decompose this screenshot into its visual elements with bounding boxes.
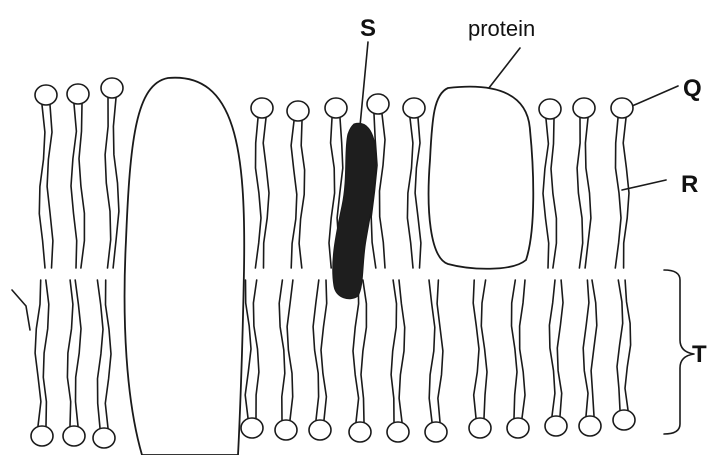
fatty-acid-tail	[585, 118, 591, 268]
fatty-acid-tail	[577, 118, 583, 268]
fatty-acid-tail	[625, 280, 631, 410]
phospholipid-head	[469, 418, 491, 438]
fatty-acid-tail	[245, 280, 251, 418]
fatty-acid-tail	[481, 280, 487, 418]
fatty-acid-tail	[313, 280, 319, 420]
fatty-acid-tail	[391, 280, 396, 422]
fatty-acid-tail	[291, 121, 297, 268]
fatty-acid-tail	[287, 280, 293, 420]
phospholipid-head	[539, 99, 561, 119]
phospholipid-head	[349, 422, 371, 442]
fatty-acid-tail	[543, 119, 549, 268]
phospholipid-head	[507, 418, 529, 438]
phospholipid-head	[67, 84, 89, 104]
brace-t	[664, 270, 694, 434]
phospholipid-head	[545, 416, 567, 436]
fatty-acid-tail	[39, 105, 45, 268]
phospholipid-head	[93, 428, 115, 448]
phospholipid-head	[325, 98, 347, 118]
fatty-acid-tail	[253, 280, 259, 418]
fatty-acid-tail	[557, 280, 563, 416]
fatty-acid-tail	[263, 118, 269, 268]
phospholipid-head	[251, 98, 273, 118]
fatty-acid-tail	[71, 104, 77, 268]
phospholipid-head	[287, 101, 309, 121]
fatty-acid-tail	[473, 280, 479, 418]
phospholipid-head	[309, 420, 331, 440]
fatty-acid-tail	[43, 280, 49, 426]
phospholipid-head	[35, 85, 57, 105]
fatty-acid-tail	[105, 98, 111, 268]
phospholipid-head	[31, 426, 53, 446]
fatty-acid-tail	[353, 280, 359, 422]
phospholipid-head	[613, 410, 635, 430]
fatty-acid-tail	[415, 118, 421, 268]
fatty-acid-tail	[79, 104, 84, 268]
fatty-acid-tail	[35, 280, 41, 426]
fatty-acid-tail	[407, 118, 413, 268]
fatty-acid-tail	[97, 280, 103, 428]
fatty-acid-tail	[591, 280, 597, 416]
fatty-acid-tail	[551, 119, 556, 268]
fatty-acid-tail	[617, 280, 623, 410]
fatty-acid-tail	[549, 280, 555, 416]
label-r: R	[681, 171, 698, 198]
phospholipid-head	[63, 426, 85, 446]
phospholipid-head	[275, 420, 297, 440]
fatty-acid-tail	[583, 280, 589, 416]
protein-right	[429, 87, 534, 269]
fatty-acid-tail	[12, 290, 30, 330]
phospholipid-head	[101, 78, 123, 98]
molecule-s	[333, 123, 376, 298]
fatty-acid-tail	[512, 280, 518, 418]
fatty-acid-tail	[429, 280, 435, 422]
phospholipid-head	[367, 94, 389, 114]
fatty-acid-tail	[75, 280, 81, 426]
label-q: Q	[683, 75, 702, 102]
fatty-acid-tail	[399, 280, 405, 422]
fatty-acid-tail	[615, 118, 621, 268]
pointer-q	[632, 86, 678, 106]
label-t: T	[692, 341, 707, 368]
phospholipid-head	[573, 98, 595, 118]
fatty-acid-tail	[113, 98, 119, 268]
fatty-acid-tail	[361, 280, 366, 422]
fatty-acid-tail	[520, 280, 525, 418]
pointer-s	[360, 42, 368, 126]
fatty-acid-tail	[67, 280, 73, 426]
fatty-acid-tail	[380, 114, 386, 268]
fatty-acid-tail	[279, 280, 285, 420]
fatty-acid-tail	[47, 105, 53, 268]
phospholipid-bilayer	[12, 78, 635, 448]
fatty-acid-tail	[105, 280, 111, 428]
integral-protein-large	[125, 78, 245, 455]
fatty-acid-tail	[437, 280, 443, 422]
phospholipid-head	[579, 416, 601, 436]
fatty-acid-tail	[321, 280, 327, 420]
phospholipid-head	[387, 422, 409, 442]
phospholipid-head	[241, 418, 263, 438]
fatty-acid-tail	[329, 118, 335, 268]
fatty-acid-tail	[255, 118, 261, 268]
label-s: S	[360, 15, 376, 42]
phospholipid-head	[611, 98, 633, 118]
fatty-acid-tail	[623, 118, 629, 268]
label-protein: protein	[468, 16, 535, 41]
phospholipid-head	[425, 422, 447, 442]
fatty-acid-tail	[299, 121, 305, 268]
phospholipid-head	[403, 98, 425, 118]
